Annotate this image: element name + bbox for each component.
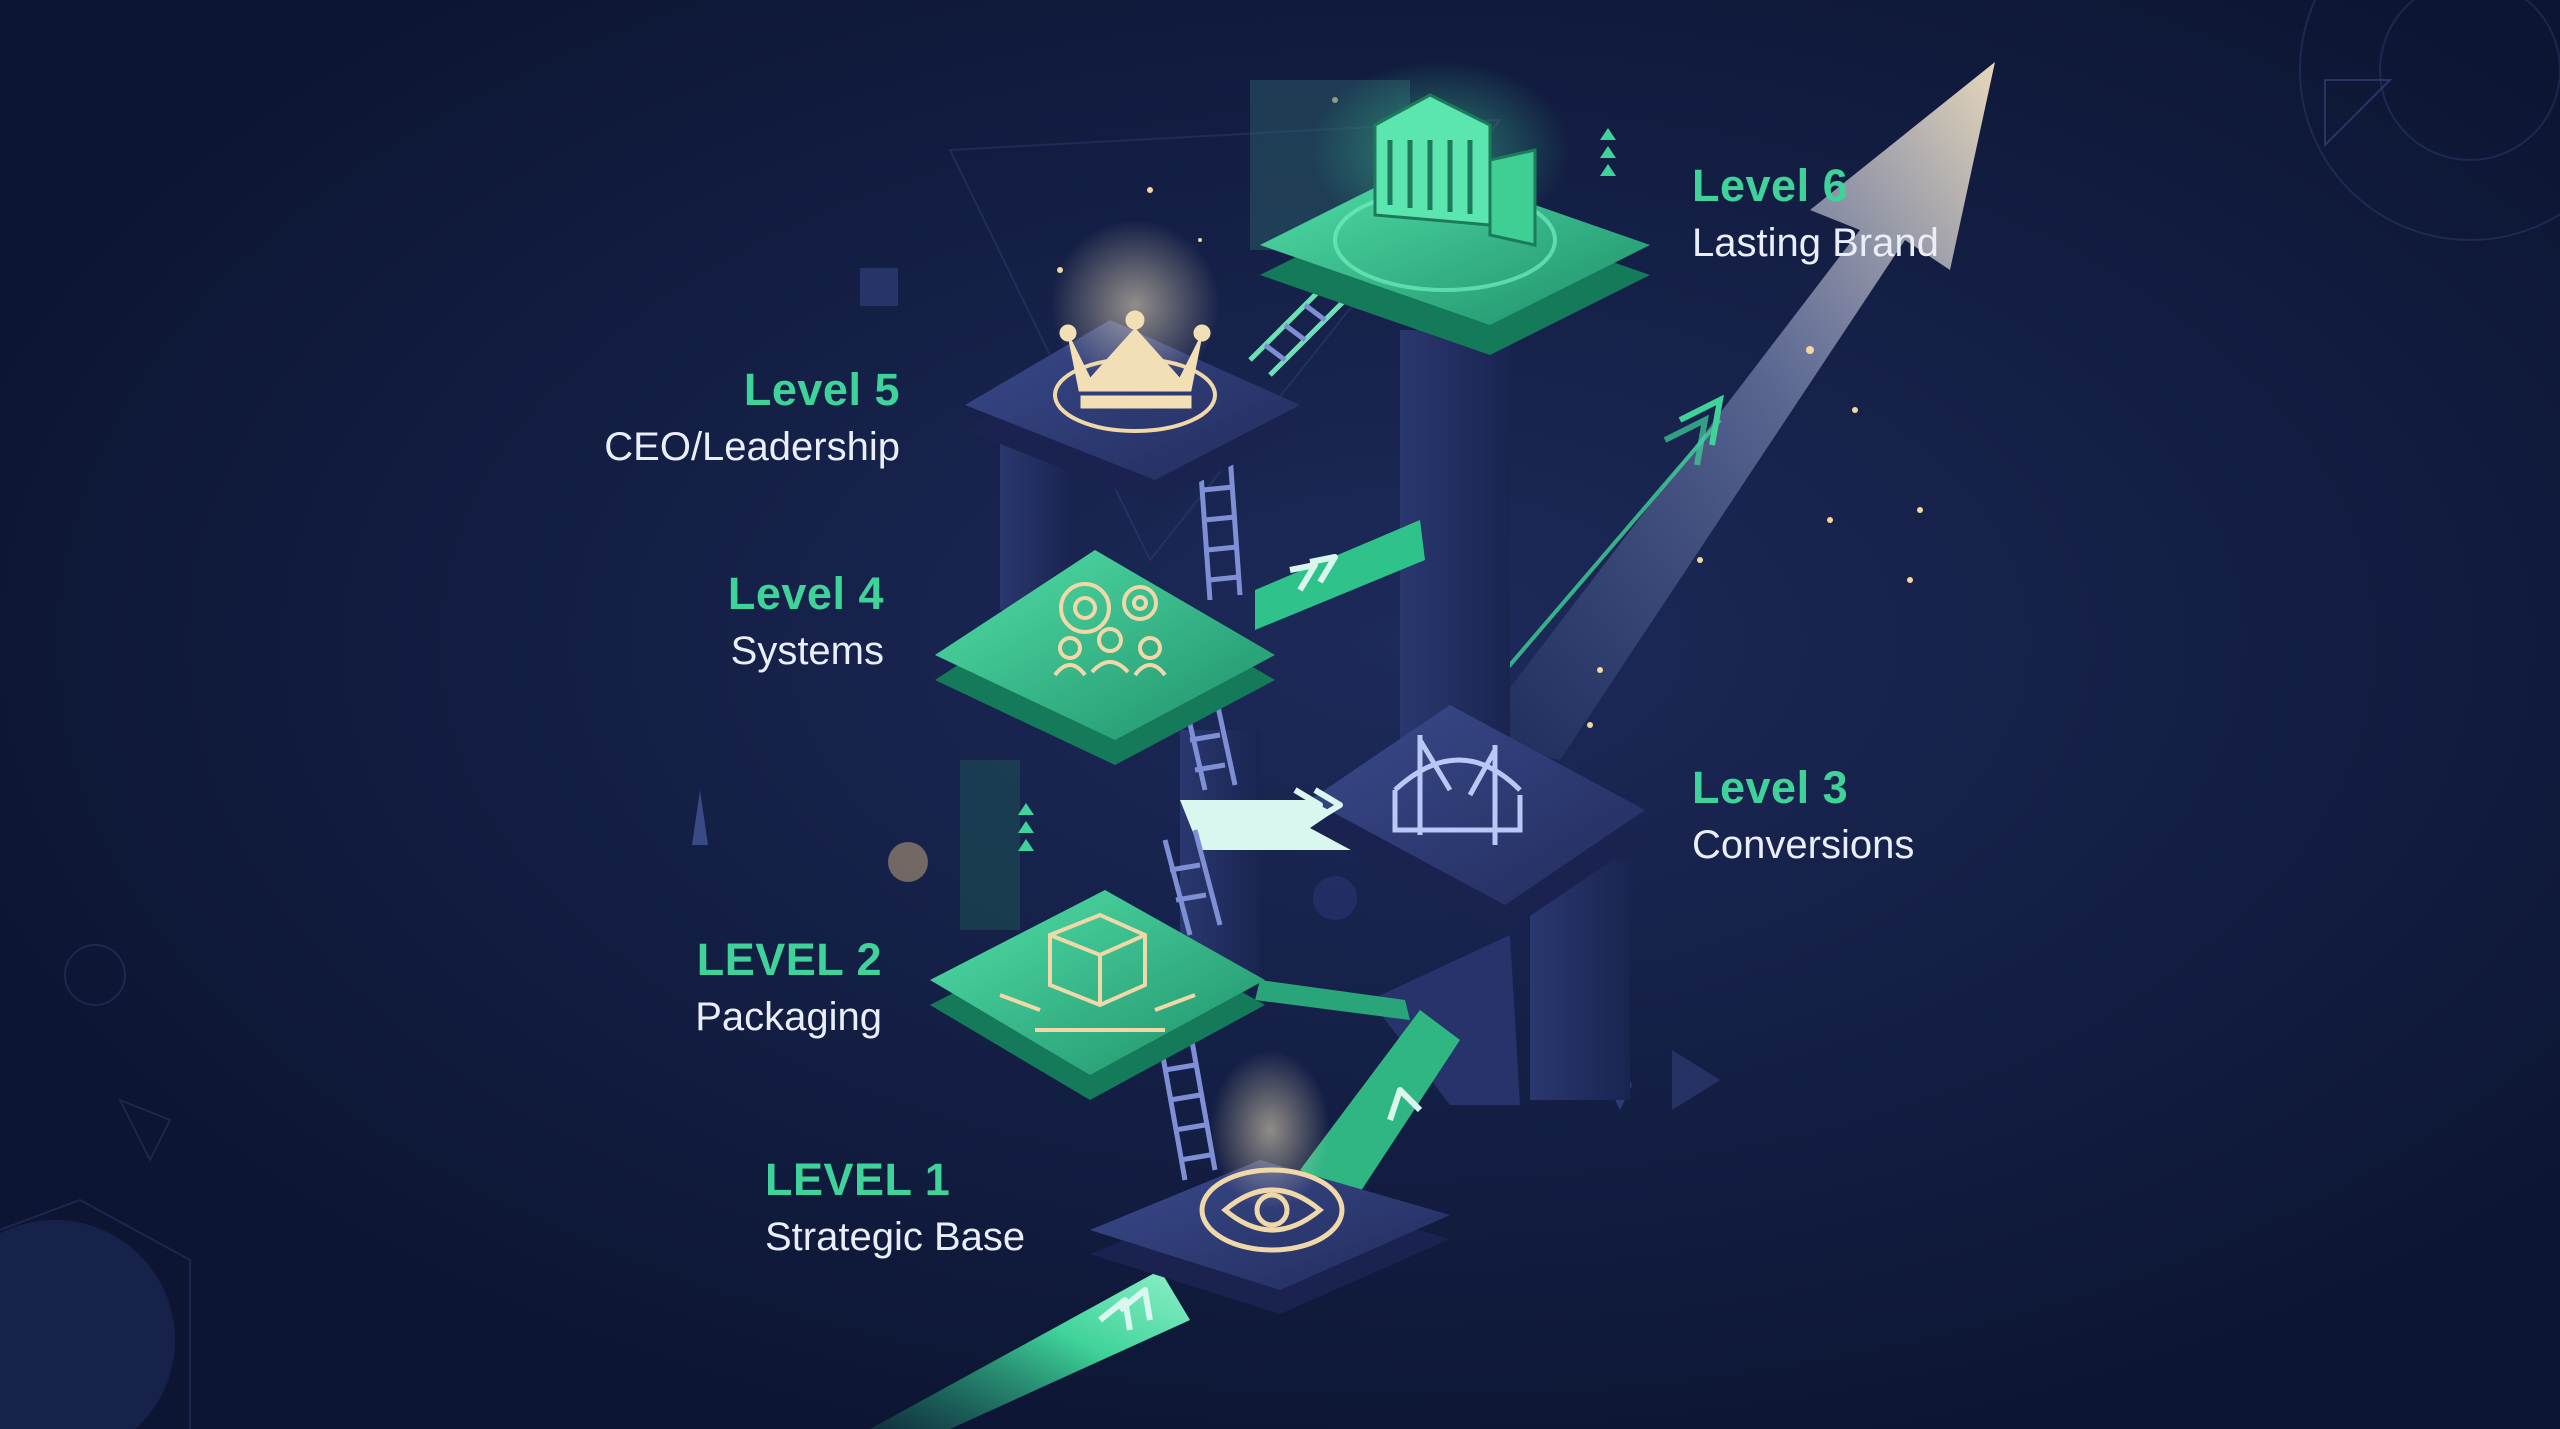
level-1-title: LEVEL 1 <box>765 1154 951 1205</box>
label-level-4: Level 4 Systems <box>600 566 884 676</box>
tile-level-3 <box>1310 705 1645 933</box>
bridge-icon <box>1392 735 1523 845</box>
decor-orb-2 <box>1313 876 1357 920</box>
tile-level-5 <box>965 220 1300 505</box>
level-2-title: LEVEL 2 <box>696 934 882 985</box>
gears-team-icon <box>1053 582 1167 677</box>
pillars <box>960 80 1630 1105</box>
label-level-1: LEVEL 1 Strategic Base <box>765 1152 1025 1262</box>
label-level-3: Level 3 Conversions <box>1692 760 1914 870</box>
tile-level-2 <box>930 890 1265 1100</box>
level-3-title: Level 3 <box>1692 762 1849 813</box>
tile-level-1 <box>1090 1050 1450 1314</box>
decor-triangle <box>692 790 708 845</box>
decor-triangle-2 <box>1672 1050 1720 1110</box>
crown-icon <box>1059 310 1211 409</box>
level-4-title: Level 4 <box>727 568 884 619</box>
triangle-markers <box>1018 128 1616 851</box>
tile-level-6 <box>1260 60 1650 355</box>
level-6-subtitle: Lasting Brand <box>1692 221 1939 266</box>
eye-icon <box>1199 1167 1345 1253</box>
building-icon <box>1373 93 1537 247</box>
growth-arrow <box>1470 62 1995 760</box>
level-5-title: Level 5 <box>743 364 900 415</box>
label-level-2: LEVEL 2 Packaging <box>580 932 882 1042</box>
level-2-subtitle: Packaging <box>695 995 882 1040</box>
tile-level-4 <box>935 550 1275 765</box>
level-1-subtitle: Strategic Base <box>765 1215 1026 1260</box>
box-icon <box>999 912 1196 1032</box>
level-4-subtitle: Systems <box>730 629 884 674</box>
level-3-subtitle: Conversions <box>1692 823 1915 868</box>
level-6-title: Level 6 <box>1692 160 1849 211</box>
decor-square <box>860 268 898 306</box>
label-level-5: Level 5 CEO/Leadership <box>540 362 900 472</box>
decor-orb <box>888 842 928 882</box>
label-level-6: Level 6 Lasting Brand <box>1692 158 1939 268</box>
chevron-arrows <box>1098 554 1423 1331</box>
ladders <box>1157 278 1352 1181</box>
level-5-subtitle: CEO/Leadership <box>604 425 900 470</box>
